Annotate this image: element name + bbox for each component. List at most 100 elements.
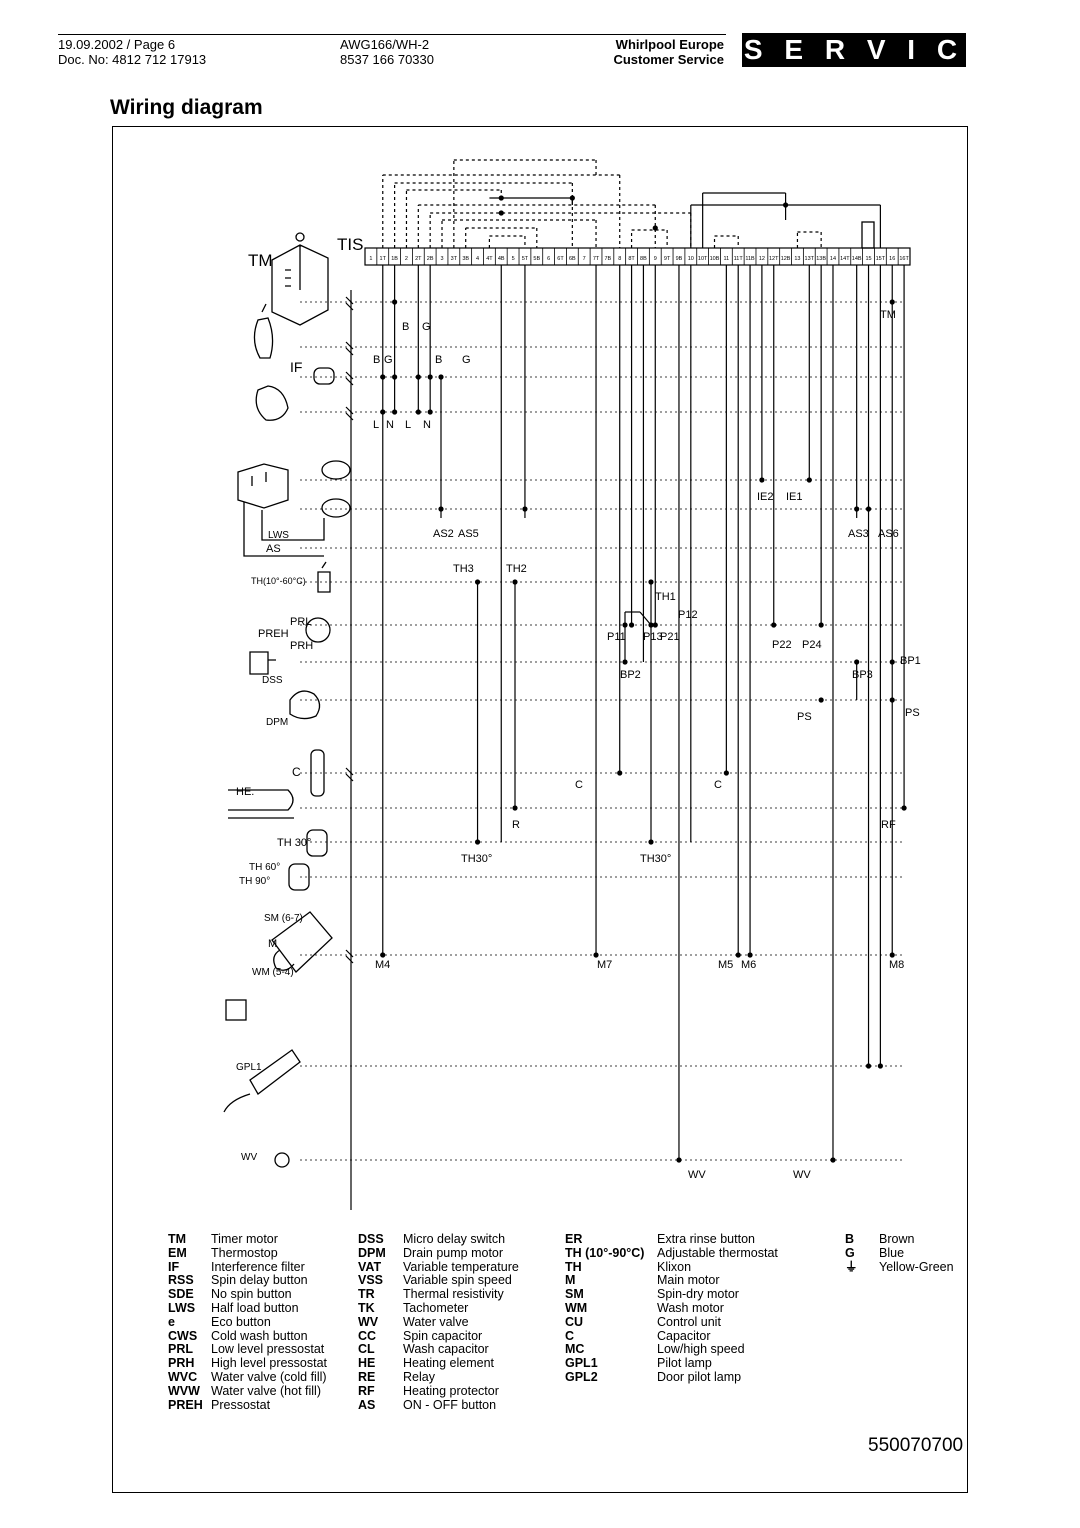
wire-label-ps1: PS: [797, 711, 812, 723]
legend-abbr: PRH: [168, 1356, 195, 1371]
wire-label-th1: TH1: [655, 591, 676, 603]
junction-dot: [830, 1157, 836, 1163]
component-label-wv: WV: [241, 1152, 257, 1163]
conductor: [639, 611, 652, 626]
terminal-label: 5: [512, 256, 515, 262]
legend-abbr: EM: [168, 1245, 187, 1260]
button-icon: [321, 498, 351, 518]
junction-dot: [392, 374, 398, 380]
legend-abbr: PRL: [168, 1342, 193, 1357]
junction-dot: [380, 952, 386, 958]
legend-row: TH (10°-90°C)Adjustable thermostat: [565, 1245, 778, 1261]
terminal-label: 9T: [664, 256, 671, 262]
switch-contact: [345, 406, 354, 415]
legend-row: SDE No spin button: [168, 1287, 327, 1302]
legend-abbr: WVC: [168, 1369, 198, 1384]
terminal-label: 4: [476, 256, 479, 262]
document-number: 550070700: [868, 1435, 964, 1456]
legend-abbr: WM: [565, 1300, 588, 1315]
timer-knob-icon: [295, 232, 305, 242]
motor-capacitor-icon: [310, 749, 325, 797]
terminal-label: 14B: [852, 256, 862, 262]
service-badge: S E R V I C E: [742, 33, 966, 99]
legend-abbr: ER: [565, 1232, 583, 1246]
junction-dot: [818, 697, 824, 703]
junction-dot: [415, 374, 421, 380]
junction-dot: [889, 952, 895, 958]
component-label-dss: DSS: [262, 675, 283, 686]
wire-label-p21: P21: [660, 631, 680, 643]
terminal-label: 11T: [734, 256, 744, 262]
legend-abbr: SM: [565, 1287, 584, 1302]
junction-dot: [380, 409, 386, 415]
switch-contact: [345, 955, 354, 964]
wire-label-b2: B: [373, 354, 380, 366]
wire-label-as6: AS6: [878, 528, 899, 540]
junction-dot: [877, 1063, 883, 1069]
junction-dot: [854, 506, 860, 512]
interference-filter-icon: [255, 385, 289, 421]
legend-abbr: HE: [358, 1356, 376, 1371]
legend-desc: Thermostop: [211, 1245, 278, 1260]
legend-abbr: IF: [168, 1259, 180, 1274]
terminal-label: 8: [618, 256, 621, 262]
wire-label-th30a: TH30°: [461, 853, 492, 865]
junction-dot: [427, 409, 433, 415]
heating-element-icon: [228, 789, 294, 819]
main-motor-icon: [271, 911, 333, 973]
thermostat60-90-icon: [288, 863, 310, 891]
header-company: Whirlpool Europe Customer Service: [560, 37, 724, 67]
wire-label-n2: N: [423, 419, 431, 431]
switch-contact: [345, 412, 354, 421]
switch-contact: [345, 767, 354, 776]
terminal-label: 6T: [557, 256, 564, 262]
wire-label-th30b: TH30°: [640, 853, 671, 865]
terminal-label: 10T: [698, 256, 708, 262]
terminal-label: 13: [794, 256, 800, 262]
legend-abbr: B: [845, 1232, 855, 1246]
wire-label-l1: L: [373, 419, 379, 431]
legend-abbr: DSS: [358, 1232, 384, 1246]
wire-label-g1: G: [422, 321, 431, 333]
wire-label-th2: TH2: [506, 563, 527, 575]
header-model-name: AWG166/WH-2: [340, 37, 430, 52]
legend-desc: No spin button: [211, 1287, 292, 1302]
legend-abbr: C: [565, 1328, 575, 1343]
legend-desc: Heating element: [403, 1356, 495, 1371]
terminal-label: 9: [654, 256, 657, 262]
terminal-label: 2T: [415, 256, 422, 262]
legend-abbr: CL: [358, 1342, 375, 1357]
junction-dot: [648, 622, 654, 628]
legend-desc: Water valve: [403, 1314, 469, 1329]
component-label-dpm: DPM: [266, 717, 288, 728]
capacitor-icon: [313, 367, 335, 385]
junction-dot: [522, 506, 528, 512]
wire-label-m7: M7: [597, 959, 612, 971]
junction-dot: [498, 195, 504, 201]
junction-dots: [380, 195, 907, 1163]
junction-dot: [512, 805, 518, 811]
terminal-label: 9B: [676, 256, 683, 262]
junction-dot: [415, 409, 421, 415]
legend-abbr: TH (10°-90°C): [565, 1245, 645, 1260]
header-model: AWG166/WH-2 8537 166 70330: [340, 37, 434, 67]
terminal-label: 7B: [605, 256, 612, 262]
tis-label: TIS: [337, 235, 363, 254]
wire-label-wv1: WV: [688, 1169, 706, 1181]
drain-pump-icon: [289, 690, 321, 720]
legend-desc: Wash capacitor: [403, 1342, 489, 1357]
terminal-label: 3T: [451, 256, 458, 262]
legend-abbr: SDE: [168, 1287, 194, 1302]
legend-row: EM Thermostop: [168, 1245, 327, 1261]
junction-dot: [759, 477, 765, 483]
header-doc-number: Doc. No: 4812 712 17913: [58, 52, 207, 67]
legend-desc: Spin delay button: [211, 1273, 308, 1288]
